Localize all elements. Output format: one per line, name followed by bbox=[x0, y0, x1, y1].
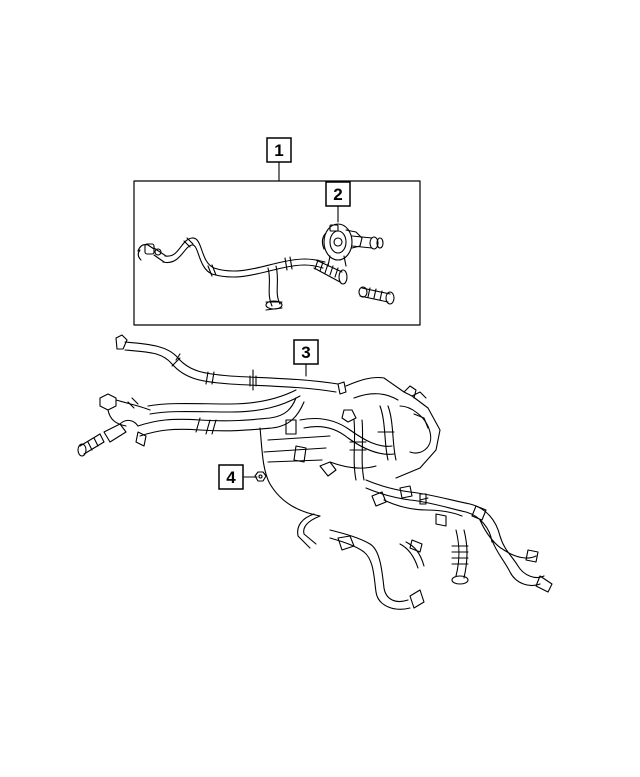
callout-3: 3 bbox=[293, 339, 319, 365]
callout-1: 1 bbox=[266, 137, 292, 163]
callout-2: 2 bbox=[325, 181, 351, 207]
callout-4-label: 4 bbox=[226, 468, 236, 487]
pump-part-2 bbox=[321, 223, 384, 267]
callout-3-label: 3 bbox=[301, 343, 310, 362]
nut-part-4 bbox=[254, 471, 267, 482]
assembly-box bbox=[133, 180, 421, 326]
hose-harness-part-3 bbox=[77, 334, 553, 610]
hose-assembly-part-1 bbox=[137, 237, 348, 311]
callout-2-label: 2 bbox=[333, 185, 342, 204]
hose-connector bbox=[358, 286, 395, 305]
callout-1-label: 1 bbox=[274, 141, 283, 160]
callout-4: 4 bbox=[218, 464, 244, 490]
